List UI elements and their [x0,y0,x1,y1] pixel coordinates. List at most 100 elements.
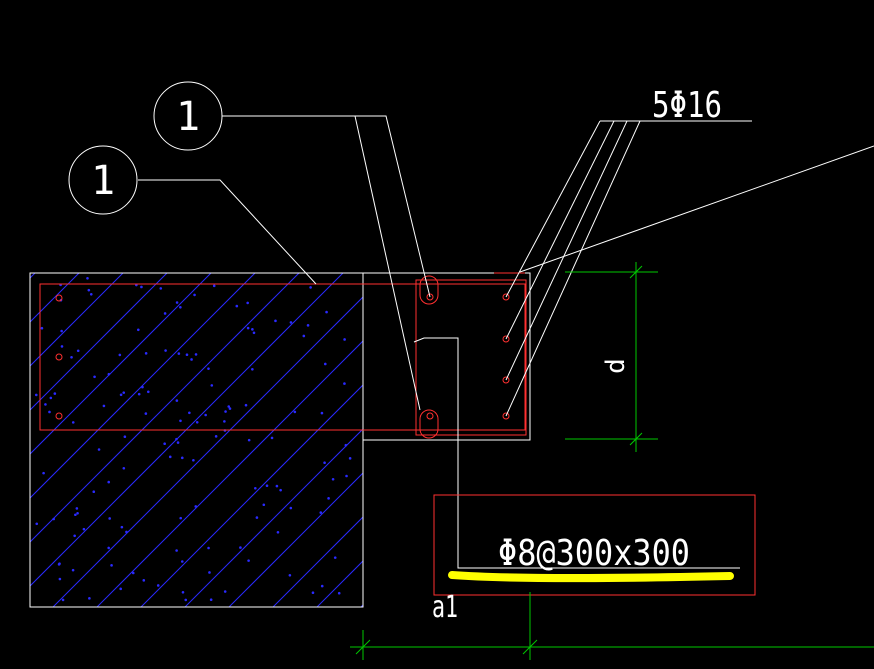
hatch-dot [255,516,259,519]
stirrup-hook-top [419,275,439,305]
hatch-dot [247,559,250,562]
hatch-line [272,516,363,607]
stirrup-beam [415,279,527,436]
hatch-dot [176,441,180,444]
dimension-d [565,262,658,452]
hatch-dot [93,375,96,379]
hatch-dot [320,411,324,415]
hatch-dot [288,574,292,577]
hatch-dot [345,474,348,478]
hatch-dot [320,584,324,588]
hatch-line [30,273,344,587]
hatch-dot [302,334,306,338]
callout-bubble-2: 1 [68,145,138,215]
hatch-dot [125,530,128,534]
hatch-dot [122,391,126,394]
hatch-dot [209,598,213,602]
rebar-spec-label: 5Φ16 [652,85,722,126]
hatch-dot [49,396,53,400]
hatch-dot [193,293,196,297]
hatch-dot [331,477,335,481]
hatch-dot [289,321,293,324]
hatch-dot [311,591,315,595]
hatch-dot [179,516,183,520]
hatch-dot [76,511,79,515]
hatch-dot [92,490,96,494]
hatch-dot [188,411,191,415]
hatch-dot [333,556,337,559]
concrete-hatch [30,260,874,620]
hatch-dot [147,390,150,394]
rebar-dot [55,353,63,361]
hatch-dot [75,507,79,510]
hatch-dot [180,456,184,460]
hatch-dot [223,420,226,423]
hatch-dot [57,563,61,566]
hatch-dot [181,590,185,594]
hatch-dot [108,517,111,520]
hatch-dot [144,412,148,415]
hatch-dot [323,461,326,465]
stirrup-hook-bottom [419,409,439,439]
rebar-dot [502,293,510,301]
hatch-dot [53,392,57,395]
hatch-dot [247,438,251,442]
hatch-dot [107,372,111,376]
hatch-dot [185,353,189,357]
hatch-line [52,296,363,607]
hatch-dot [252,331,256,335]
hatch-dot [179,419,182,423]
callout-label: 1 [176,94,200,140]
hatch-dot [137,392,141,396]
hatch-line [788,260,874,620]
leader-right [519,145,874,273]
hatch-dot [274,319,277,323]
hatch-dot [327,497,330,500]
rebar-dot [502,335,510,343]
hatch-dot [348,457,352,460]
hatch-dot [262,503,266,507]
hatch-line [30,273,256,499]
hatch-dot [141,385,144,389]
hatch-dot [175,549,178,552]
hatch-dot [120,525,124,529]
slab-outline [29,272,364,608]
hatch-dot [58,577,62,581]
hatch-dot [194,505,198,508]
hatch-dot [102,404,106,408]
hatch-dot [86,276,89,280]
hatch-dot [34,393,38,397]
hatch-dot [343,382,346,385]
hatch-dot [164,349,167,352]
hatch-dot [137,328,140,332]
hatch-dot [60,329,63,333]
hatch-dot [97,448,101,451]
hatch-dot [48,410,51,414]
hatch-dot [52,517,55,521]
hatch-dot [61,598,65,602]
hatch-dot [42,471,45,475]
hatch-dot [306,324,310,327]
hatch-dot [293,410,297,414]
hatch-dot [60,345,64,348]
hatch-dot [337,591,341,595]
hatch-dot [73,534,76,538]
rebar-dot [55,294,63,302]
hatch-dot [244,403,248,407]
hatch-dot [210,384,214,387]
hatch-dot [70,355,73,359]
hatch-dot [212,284,216,288]
dimension-label: d [601,358,631,374]
rebar-frame-slab [39,283,526,431]
hatch-dot [289,506,293,510]
hatch-dot [190,358,193,361]
hatch-dot [107,480,111,484]
hatch-dot [254,486,257,490]
hatch-line [30,273,212,455]
hatch-dot [207,367,210,370]
rebar-dot [502,376,510,384]
hatch-dot [265,484,269,488]
hatch-dot [74,513,77,517]
hatch-dot [140,285,143,289]
hatch-dot [194,353,198,356]
